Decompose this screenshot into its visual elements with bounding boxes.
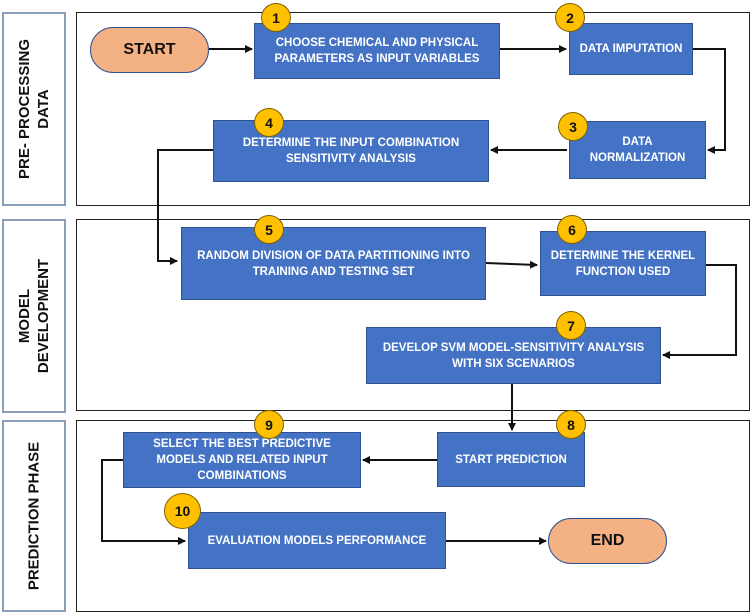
step-2-box: DATA IMPUTATION [569, 23, 693, 75]
step-3-badge: 3 [558, 112, 588, 141]
step-3-box: DATA NORMALIZATION [569, 121, 706, 179]
end-terminal: END [548, 518, 667, 564]
arrow-6-to-7 [662, 264, 737, 359]
step-6-badge: 6 [557, 215, 587, 244]
step-7-badge: 7 [556, 311, 586, 340]
step-5-badge: 5 [254, 215, 284, 244]
arrow-9-to-10 [101, 459, 186, 545]
step-2-badge: 2 [555, 3, 585, 32]
arrow-5-to-6 [485, 260, 538, 269]
step-5-box: RANDOM DIVISION OF DATA PARTITIONING INT… [181, 227, 486, 300]
section-label-prediction: PREDICTION PHASE [2, 420, 66, 612]
section-label-model-development: MODEL DEVELOPMENT [2, 219, 66, 413]
step-4-box: DETERMINE THE INPUT COMBINATION SENSITIV… [213, 120, 489, 182]
arrow-2-to-3 [693, 48, 726, 154]
step-10-badge: 10 [164, 493, 201, 529]
section-label-preprocessing: PRE- PROCESSING DATA [2, 12, 66, 206]
step-9-badge: 9 [254, 410, 284, 439]
step-10-box: EVALUATION MODELS PERFORMANCE [188, 512, 446, 569]
step-1-badge: 1 [261, 3, 291, 32]
step-9-box: SELECT THE BEST PREDICTIVE MODELS AND RE… [123, 432, 361, 488]
step-7-box: DEVELOP SVM MODEL-SENSITIVITY ANALYSIS W… [366, 327, 661, 384]
step-8-box: START PREDICTION [437, 432, 585, 487]
step-1-box: CHOOSE CHEMICAL AND PHYSICAL PARAMETERS … [254, 23, 500, 79]
arrow-4-to-5 [157, 149, 213, 265]
step-4-badge: 4 [254, 108, 284, 137]
start-terminal: START [90, 27, 209, 73]
step-8-badge: 8 [556, 410, 586, 439]
